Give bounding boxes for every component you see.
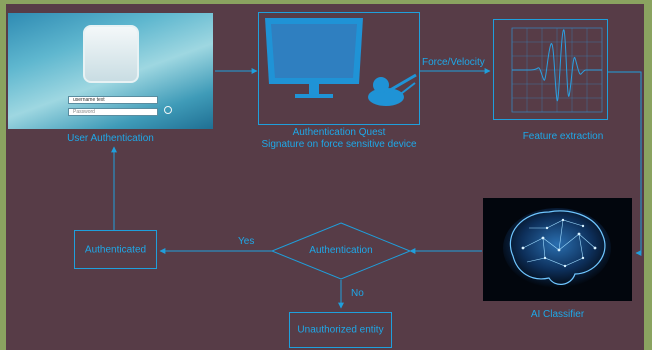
login-screen-image: [83, 25, 139, 83]
waveform-plot-image: [511, 27, 603, 113]
user-authentication-label: User Authentication: [67, 133, 154, 144]
username-field: username text: [68, 96, 158, 104]
user-authentication-node: username text Password: [8, 13, 213, 129]
stylus-hand-icon: [368, 73, 417, 106]
accessibility-icon: [164, 106, 172, 114]
unauthorized-label: Unauthorized entity: [297, 324, 384, 336]
auth-quest-line1: Authentication Quest: [292, 127, 386, 138]
monitor-icon: [265, 18, 363, 98]
feature-extraction-label: Feature extraction: [522, 131, 604, 142]
auth-quest-line2: Signature on force sensitive device: [261, 139, 417, 150]
force-velocity-label: Force/Velocity: [422, 57, 485, 68]
edge-feature-to-classifier: [608, 71, 642, 256]
authenticated-node: Authenticated: [74, 230, 157, 269]
no-label: No: [351, 288, 364, 299]
auth-quest-node: [258, 12, 420, 125]
password-field: Password: [68, 108, 158, 116]
decision-label: Authentication: [309, 245, 373, 256]
auth-quest-label: Authentication Quest Signature on force …: [230, 127, 448, 151]
decision-diamond: [270, 222, 412, 280]
brain-circuit-image: [503, 208, 611, 288]
authenticated-label: Authenticated: [84, 244, 147, 255]
ai-classifier-node: [483, 198, 632, 301]
yes-label: Yes: [238, 236, 255, 247]
feature-extraction-node: [493, 19, 608, 120]
ai-classifier-label: AI Classifier: [530, 309, 585, 320]
unauthorized-node: Unauthorized entity: [289, 312, 392, 348]
